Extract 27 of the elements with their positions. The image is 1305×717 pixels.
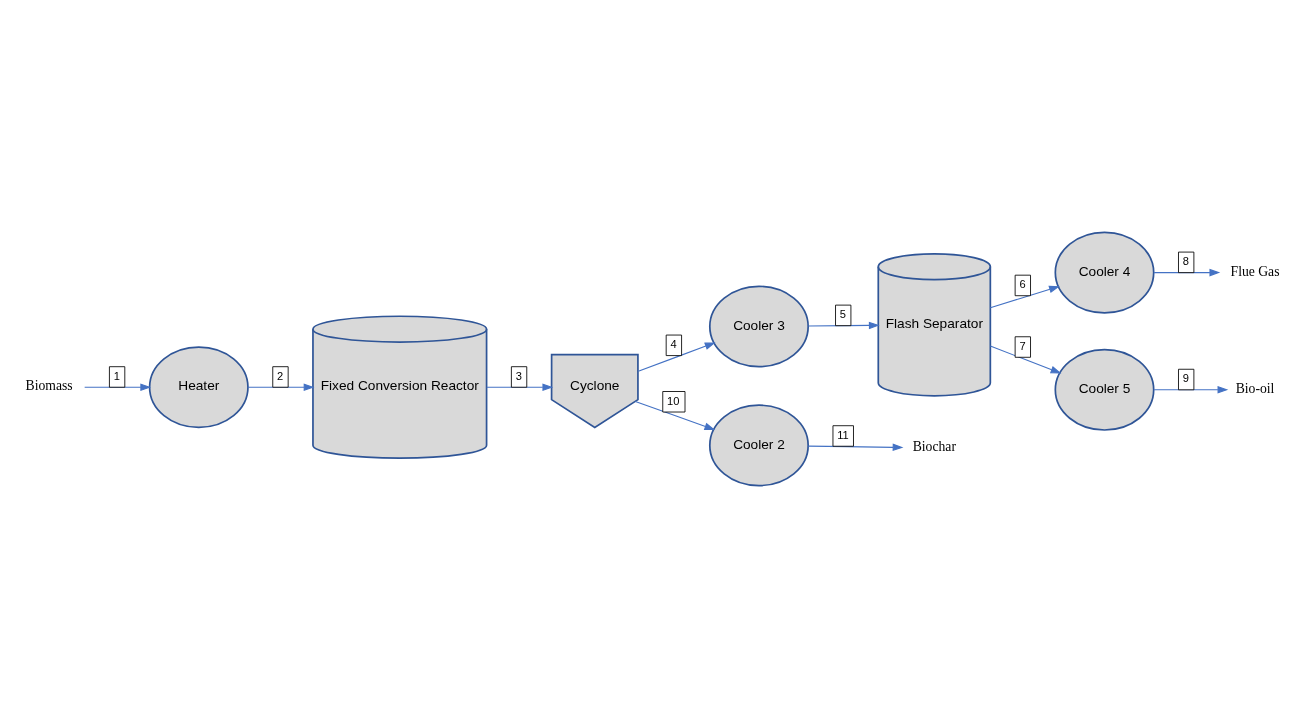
edge-label: 7: [1019, 339, 1026, 352]
arrow: [247, 382, 315, 391]
edge-label: 3: [515, 369, 522, 382]
edge-label: 4: [670, 337, 677, 350]
arrow: [84, 382, 152, 391]
edge-label: 8: [1182, 254, 1189, 267]
arrow: [637, 341, 716, 372]
node-ellipse: Heater: [148, 345, 249, 428]
node-ellipse: Cooler 2: [708, 403, 809, 486]
node-ellipse: Cooler 5: [1054, 348, 1155, 431]
arrow: [486, 382, 554, 391]
edge-label: 10: [667, 394, 680, 407]
edge-label: 2: [277, 369, 284, 382]
edge-label: 6: [1019, 277, 1026, 290]
node-text: Biomass: [25, 377, 73, 393]
edge-label: 1: [113, 369, 120, 382]
node-text: Biochar: [912, 438, 956, 454]
edge-label: 5: [839, 307, 846, 320]
node-ellipse: Cooler 4: [1054, 231, 1155, 314]
node-text: Flue Gas: [1230, 263, 1280, 279]
edge-label: 9: [1182, 371, 1189, 384]
arrow: [989, 285, 1060, 308]
edge-label: 11: [837, 428, 849, 441]
node-ellipse: Cooler 3: [708, 284, 809, 368]
node-text: Bio-oil: [1235, 380, 1275, 396]
arrow: [989, 345, 1062, 373]
arrow: [634, 400, 716, 430]
